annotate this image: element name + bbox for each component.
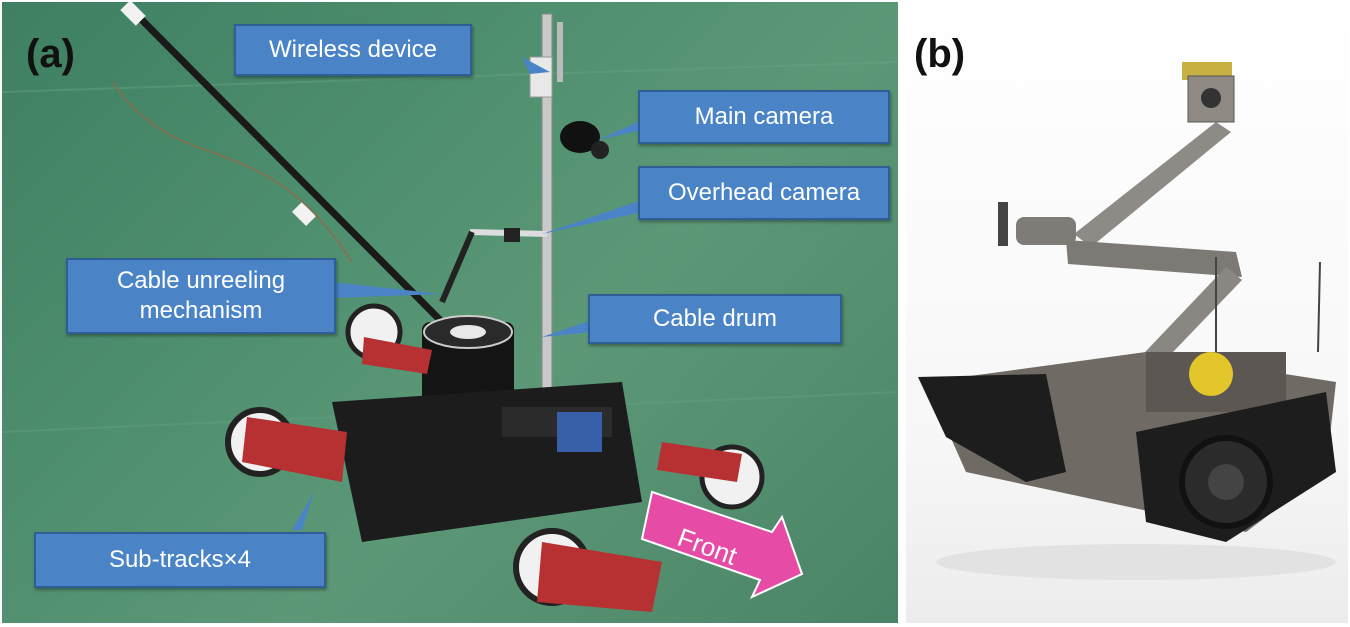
callout-cable-unreeling-mechanism: Cable unreeling mechanism — [66, 258, 336, 334]
callout-overhead-camera: Overhead camera — [638, 166, 890, 220]
sub-track-front-left — [225, 407, 347, 482]
track-left — [918, 374, 1066, 482]
upper-arm — [1074, 122, 1231, 247]
callout-main-camera: Main camera — [638, 90, 890, 144]
panel-a-label: (a) — [26, 32, 75, 76]
cable-pole — [129, 7, 445, 325]
callout-wireless-device: Wireless device — [234, 24, 472, 76]
panel-b-label: (b) — [914, 32, 966, 76]
callout-cable-drum: Cable drum — [588, 294, 842, 344]
sub-track-rear-left — [345, 303, 432, 374]
robot-b-illustration — [918, 62, 1336, 580]
robot-a-illustration — [2, 2, 898, 612]
main-camera-body — [560, 121, 600, 153]
chassis — [332, 382, 642, 542]
sub-track-rear-right — [657, 442, 765, 510]
panel-b-photo: (b) — [906, 2, 1348, 623]
callout-sub-tracks: Sub-tracks×4 — [34, 532, 326, 588]
sub-track-front-right — [513, 528, 662, 612]
panel-a-photo: (a) Wireless device Main camera Overhead… — [2, 2, 898, 623]
front-arrow-icon — [640, 490, 804, 600]
